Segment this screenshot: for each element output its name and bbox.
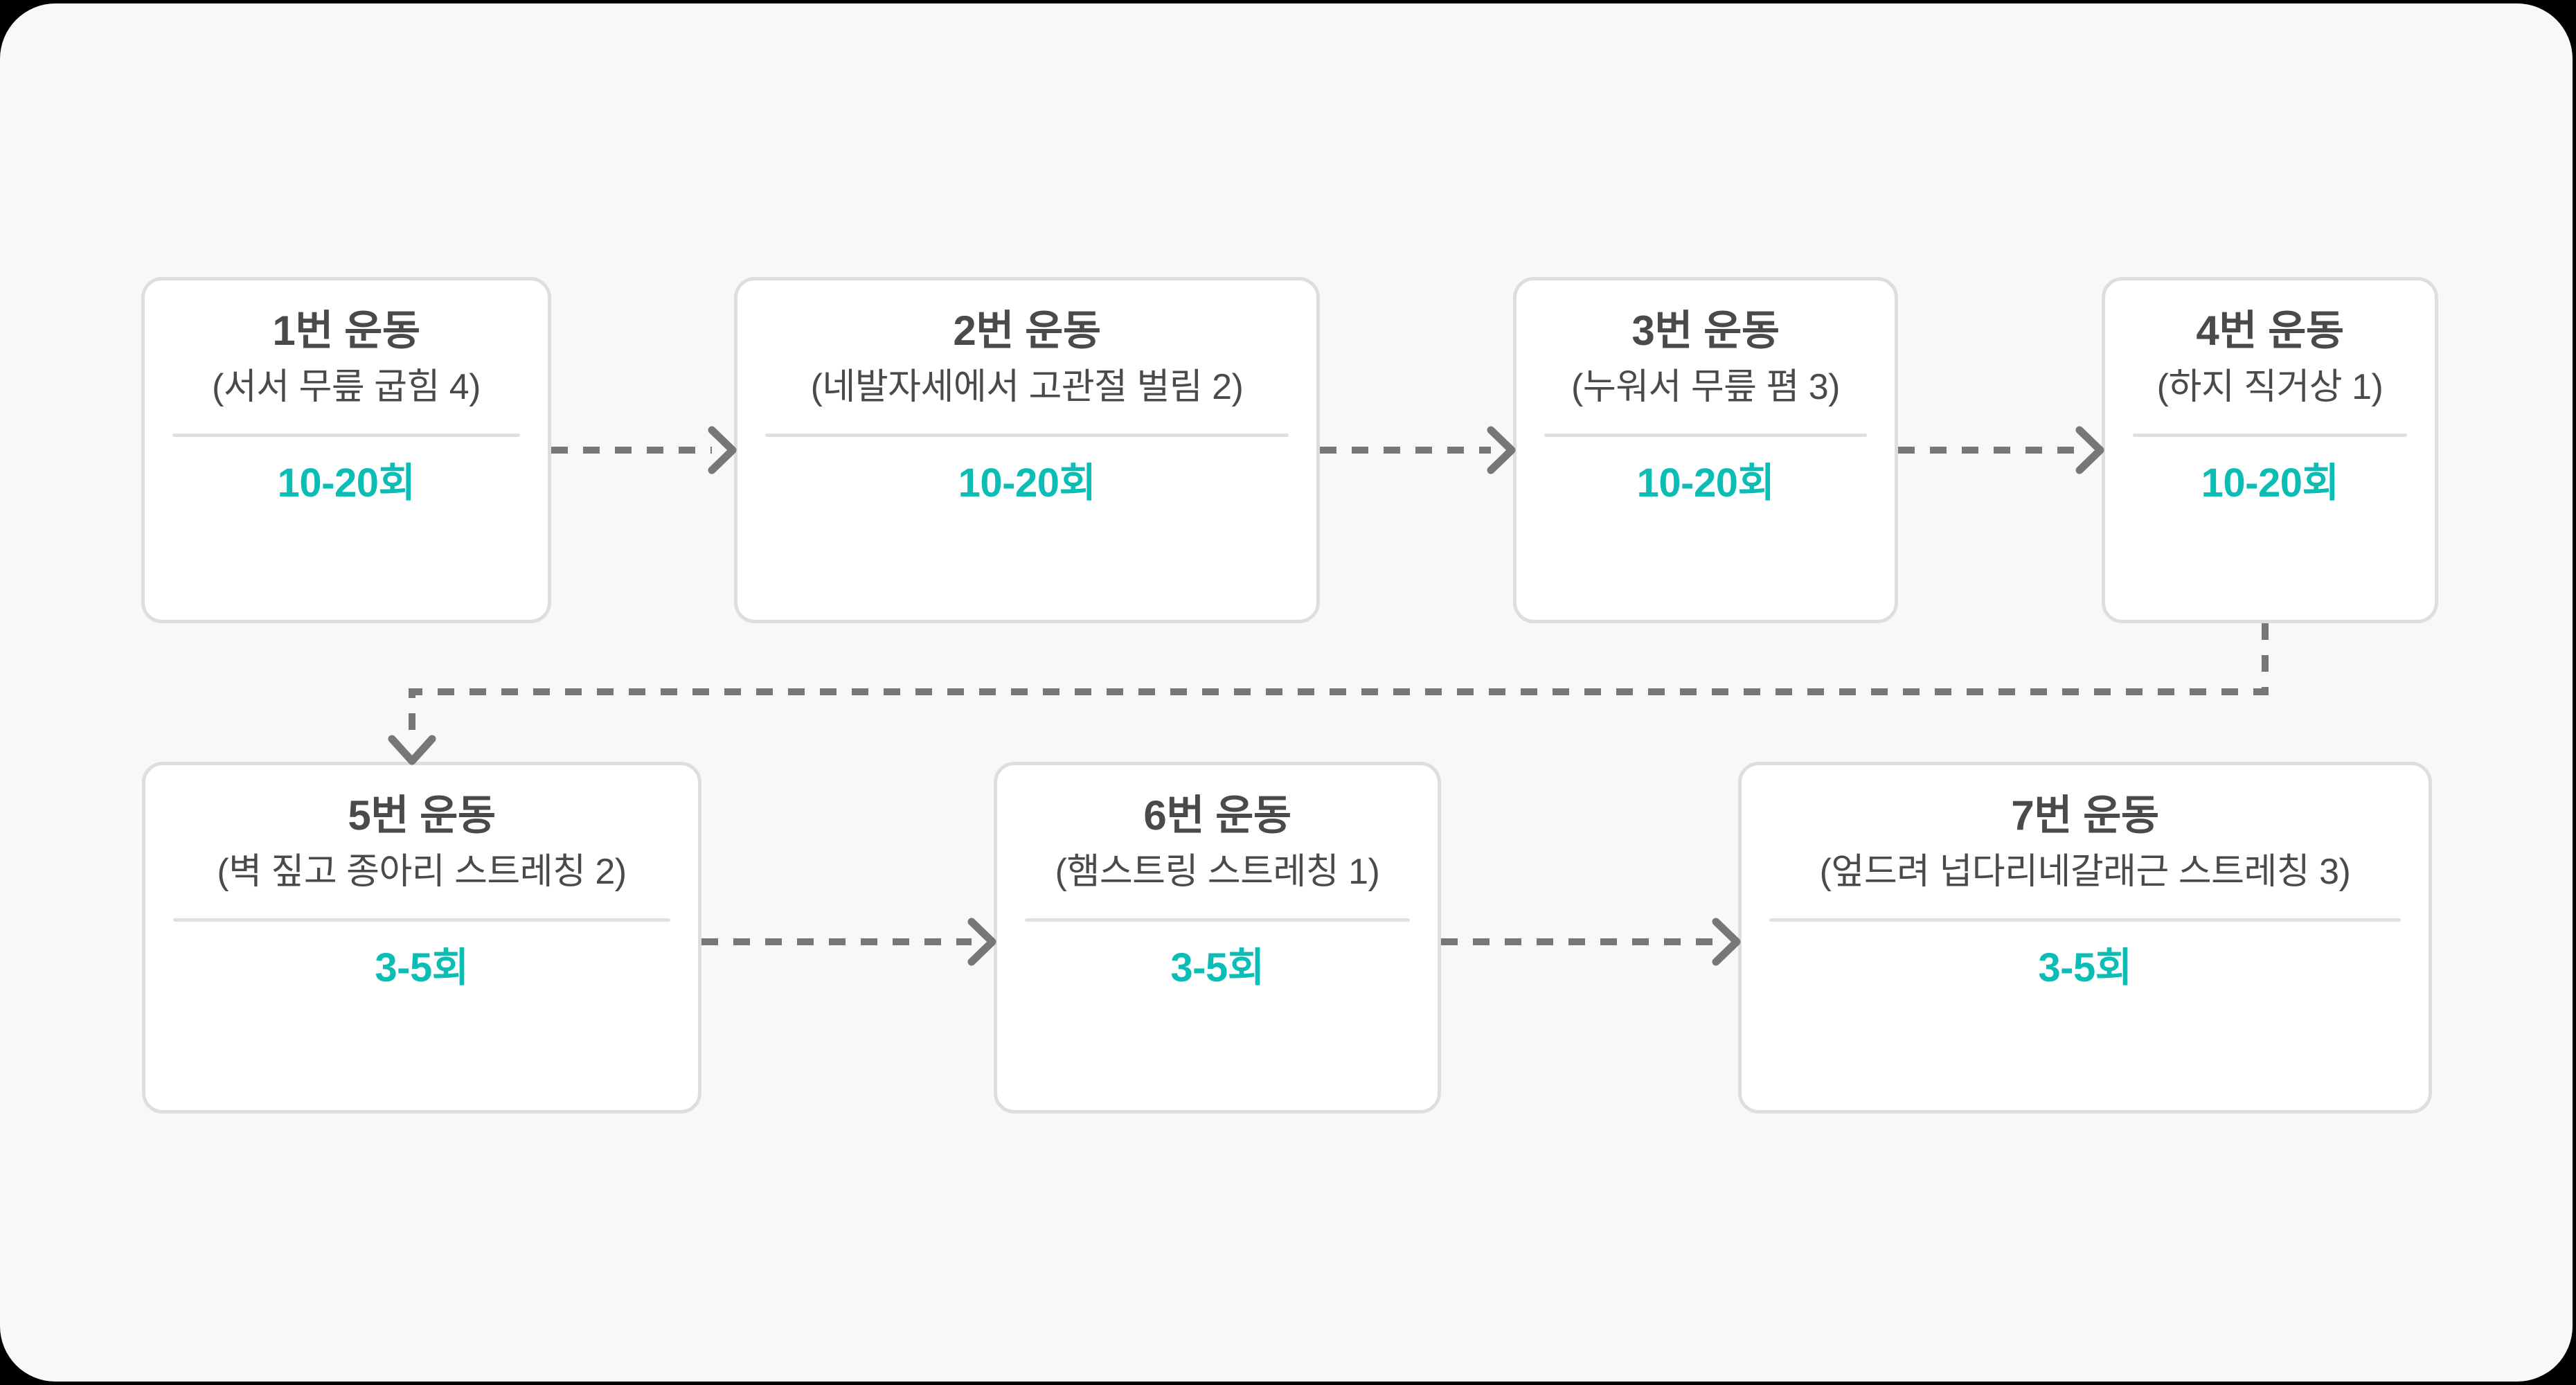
exercise-card-4-subtitle: (하지 직거상 1) — [2156, 366, 2383, 407]
exercise-card-5-reps: 3-5회 — [375, 945, 469, 991]
exercise-card-6-title: 6번 운동 — [1143, 792, 1291, 839]
exercise-card-3-subtitle: (누워서 무릎 폄 3) — [1571, 366, 1840, 407]
exercise-card-1-title: 1번 운동 — [272, 307, 420, 354]
connector-arrow-5-to-6 — [701, 911, 998, 973]
exercise-card-5-subtitle: (벽 짚고 종아리 스트레칭 2) — [217, 851, 627, 892]
exercise-card-7-reps: 3-5회 — [2038, 945, 2132, 991]
exercise-card-5[interactable]: 5번 운동 (벽 짚고 종아리 스트레칭 2) 3-5회 — [142, 762, 701, 1114]
connector-arrow-3-to-4 — [1898, 419, 2106, 481]
exercise-card-3-reps: 10-20회 — [1636, 461, 1775, 506]
exercise-card-1-reps: 10-20회 — [277, 461, 415, 506]
exercise-card-3-divider — [1544, 434, 1867, 438]
exercise-card-1-divider — [172, 434, 520, 438]
exercise-card-2-title: 2번 운동 — [953, 307, 1101, 354]
exercise-card-6-divider — [1025, 918, 1410, 922]
exercise-card-7-subtitle: (엎드려 넙다리네갈래근 스트레칭 3) — [1819, 851, 2351, 892]
exercise-card-4[interactable]: 4번 운동 (하지 직거상 1) 10-20회 — [2102, 277, 2438, 623]
exercise-card-6[interactable]: 6번 운동 (햄스트링 스트레칭 1) 3-5회 — [994, 762, 1441, 1114]
connector-arrow-2-to-3 — [1320, 419, 1517, 481]
exercise-card-2-divider — [765, 434, 1289, 438]
exercise-card-7-divider — [1769, 918, 2401, 922]
connector-arrow-6-to-7 — [1441, 911, 1742, 973]
exercise-card-4-reps: 10-20회 — [2201, 461, 2339, 506]
exercise-card-5-title: 5번 운동 — [348, 792, 496, 839]
exercise-card-2-subtitle: (네발자세에서 고관절 벌림 2) — [810, 366, 1244, 407]
exercise-card-6-reps: 3-5회 — [1170, 945, 1264, 991]
exercise-card-3[interactable]: 3번 운동 (누워서 무릎 폄 3) 10-20회 — [1513, 277, 1898, 623]
connector-arrow-1-to-2 — [551, 419, 738, 481]
exercise-card-2-reps: 10-20회 — [958, 461, 1096, 506]
flowchart-canvas: 1번 운동 (서서 무릎 굽힘 4) 10-20회 2번 운동 (네발자세에서 … — [0, 3, 2573, 1382]
exercise-card-7[interactable]: 7번 운동 (엎드려 넙다리네갈래근 스트레칭 3) 3-5회 — [1738, 762, 2432, 1114]
exercise-card-7-title: 7번 운동 — [2011, 792, 2159, 839]
exercise-card-2[interactable]: 2번 운동 (네발자세에서 고관절 벌림 2) 10-20회 — [734, 277, 1320, 623]
exercise-card-4-divider — [2133, 434, 2407, 438]
exercise-card-6-subtitle: (햄스트링 스트레칭 1) — [1055, 851, 1380, 892]
exercise-card-4-title: 4번 운동 — [2196, 307, 2344, 354]
connector-arrow-4-to-5-wrap — [388, 613, 2299, 779]
exercise-card-1[interactable]: 1번 운동 (서서 무릎 굽힘 4) 10-20회 — [141, 277, 551, 623]
exercise-card-3-title: 3번 운동 — [1631, 307, 1780, 354]
exercise-card-5-divider — [173, 918, 670, 922]
exercise-card-1-subtitle: (서서 무릎 굽힘 4) — [212, 366, 481, 407]
